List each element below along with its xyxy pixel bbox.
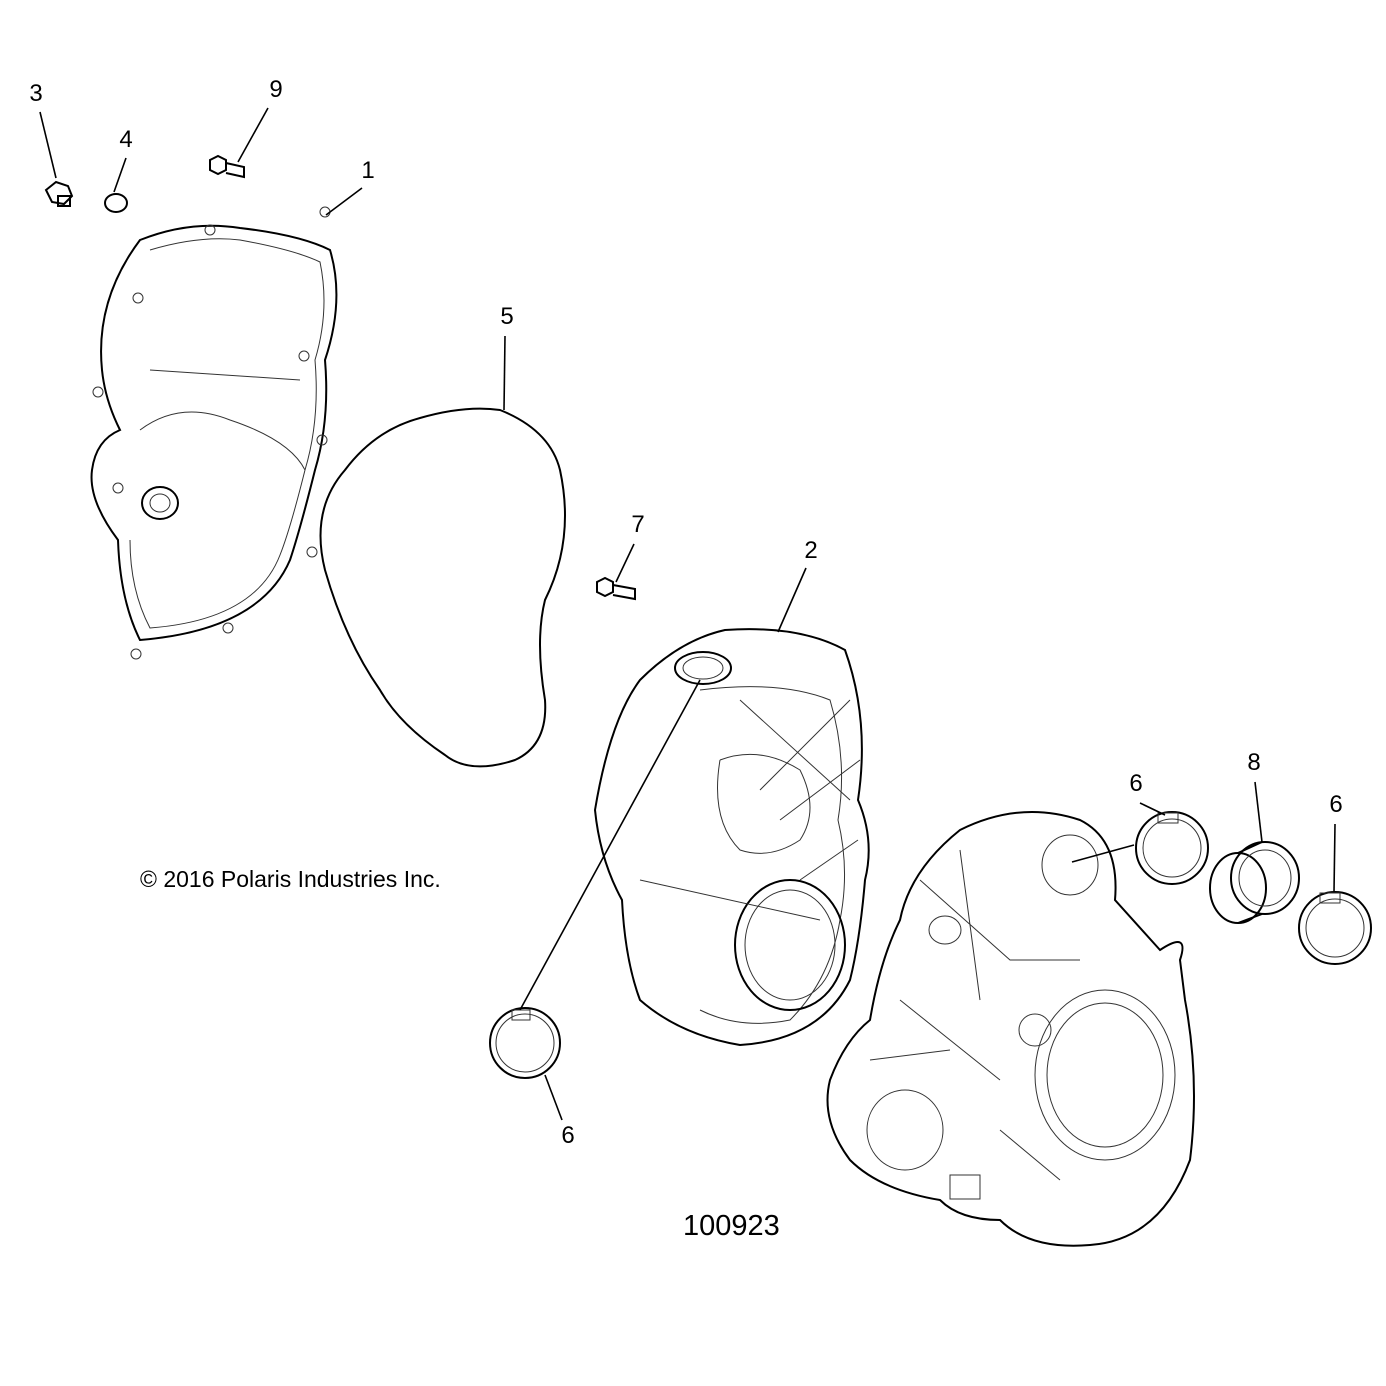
leader-line [1254, 781, 1263, 843]
leader-line [237, 107, 269, 163]
callout-label: 2 [804, 537, 817, 564]
leader-line [325, 187, 363, 216]
callout-inner-clutch-cover: 2 [777, 537, 818, 633]
part-cover-seal [319, 407, 566, 768]
callout-hose-clamp: 6 [1071, 770, 1166, 863]
leader-line [544, 1074, 563, 1121]
part-o-ring [104, 193, 128, 213]
part-hose-clamp-lower [489, 1007, 561, 1079]
leader-line [1139, 802, 1166, 816]
part-outer-clutch-cover [90, 206, 338, 660]
leader-line [39, 111, 57, 179]
figure-number: 100923 [683, 1210, 780, 1242]
leader-line [503, 335, 506, 411]
callout-hose-clamp: 6 [519, 679, 701, 1149]
part-engine-case [826, 811, 1195, 1247]
callout-label: 8 [1247, 749, 1260, 776]
leader-line [1071, 844, 1135, 863]
callout-bolt: 9 [237, 76, 283, 163]
callout-label: 6 [1329, 791, 1342, 818]
copyright-notice: © 2016 Polaris Industries Inc. [140, 866, 441, 892]
callout-label: 1 [361, 157, 374, 184]
part-hose-clamp-mid [1135, 811, 1209, 885]
callout-label: 3 [29, 80, 42, 107]
callout-o-ring: 4 [113, 126, 133, 193]
callout-label: 6 [1129, 770, 1142, 797]
callout-outer-clutch-cover: 1 [325, 157, 375, 216]
part-drain-plug [44, 180, 74, 207]
callout-cover-seal: 5 [500, 303, 514, 411]
leader-line [113, 157, 127, 193]
callout-label: 6 [561, 1122, 574, 1149]
callout-label: 7 [631, 511, 644, 538]
callout-hose-clamp: 6 [1329, 791, 1343, 893]
callout-duct-coupler: 8 [1247, 749, 1263, 843]
leader-line [519, 679, 701, 1011]
callout-label: 9 [269, 76, 282, 103]
part-duct-coupler [1209, 841, 1300, 924]
part-inner-clutch-cover [593, 628, 870, 1047]
part-bolt-9 [209, 154, 245, 179]
callout-label: 5 [500, 303, 513, 330]
leader-line [1333, 823, 1336, 893]
callout-bolt: 7 [615, 511, 645, 583]
leader-line [777, 567, 807, 633]
callout-drain-plug: 3 [29, 80, 57, 179]
callout-label: 4 [119, 126, 132, 153]
part-hose-clamp-right [1298, 891, 1372, 965]
part-bolt-7 [596, 576, 636, 601]
leader-line [615, 543, 635, 583]
